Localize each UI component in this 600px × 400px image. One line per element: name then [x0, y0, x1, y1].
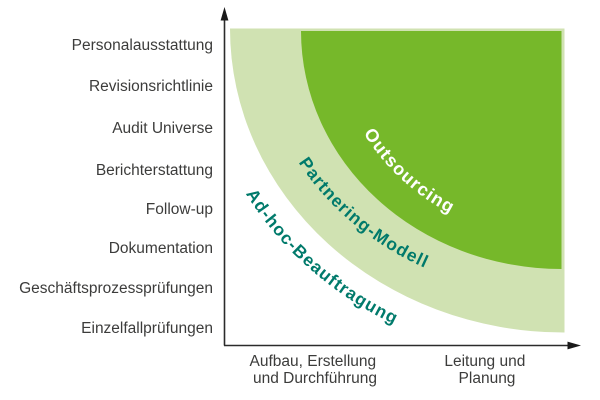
y-axis-arrow-icon	[220, 7, 229, 21]
y-axis-label: Einzelfallprüfungen	[81, 320, 213, 337]
x-axis-label-left-line2: und Durchführung	[253, 370, 377, 387]
x-axis-label-left: Aufbau, Erstellung und Durchführung	[250, 353, 381, 387]
band-outsourcing-shape	[301, 31, 562, 269]
y-axis-label: Follow-up	[146, 201, 213, 218]
y-axis-label: Geschäftsprozessprüfungen	[19, 280, 213, 297]
y-axis-label: Revisionsrichtlinie	[89, 78, 213, 95]
y-axis-label: Berichterstattung	[96, 162, 213, 179]
x-axis-arrow-icon	[567, 341, 581, 350]
x-axis-label-right-line1: Leitung und	[444, 353, 525, 370]
y-axis-label: Audit Universe	[112, 120, 213, 137]
x-axis-label-right: Leitung und Planung	[444, 353, 529, 387]
y-axis-label: Dokumentation	[109, 240, 213, 257]
x-axis-label-left-line1: Aufbau, Erstellung	[250, 353, 377, 370]
y-axis-label: Personalausstattung	[72, 37, 213, 54]
x-axis-label-right-line2: Planung	[459, 370, 516, 387]
